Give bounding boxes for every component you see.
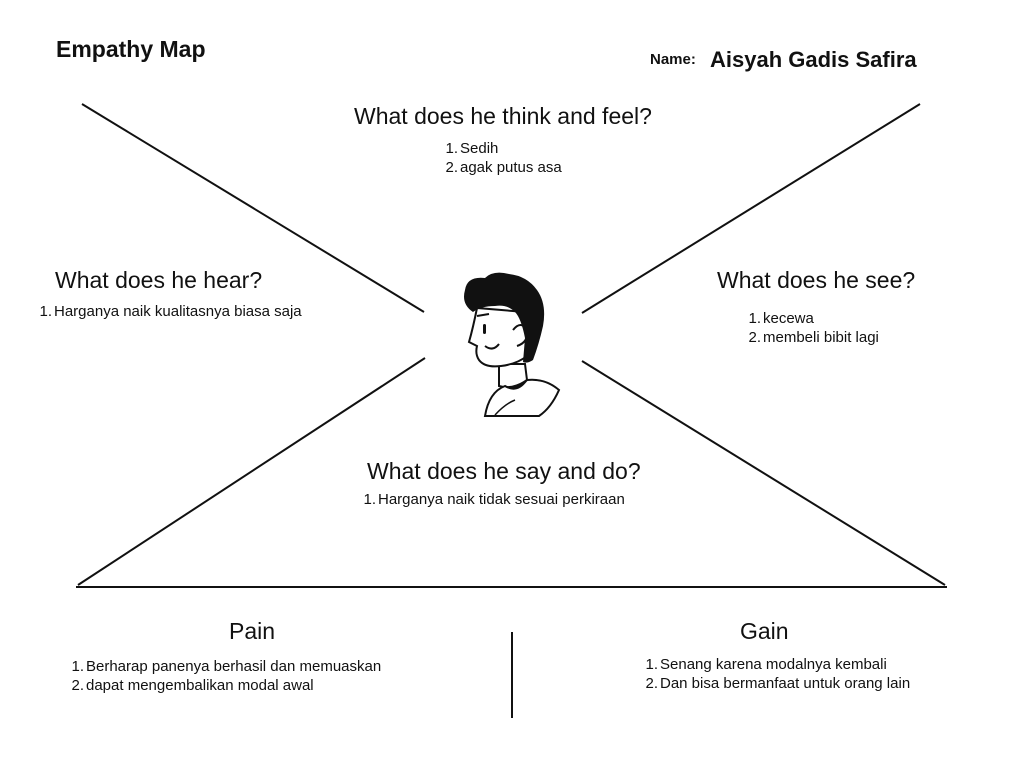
pain-heading: Pain: [229, 618, 276, 644]
name-value: Aisyah Gadis Safira: [710, 47, 917, 72]
see-list: 1.kecewa 2.membeli bibit lagi: [747, 309, 879, 347]
list-item: 2.Dan bisa bermanfaat untuk orang lain: [645, 675, 911, 692]
say-do-heading: What does he say and do?: [367, 458, 641, 484]
page-title: Empathy Map: [56, 36, 206, 62]
list-item: 1.Harganya naik kualitasnya biasa saja: [39, 303, 302, 320]
list-item: 1.Berharap panenya berhasil dan memuaska…: [71, 658, 382, 675]
pain-list: 1.Berharap panenya berhasil dan memuaska…: [70, 657, 381, 695]
list-item: 1.Sedih: [445, 140, 499, 157]
list-item: 1.Harganya naik tidak sesuai perkiraan: [363, 491, 625, 508]
think-feel-list: 1.Sedih 2.agak putus asa: [444, 139, 562, 177]
person-profile-icon: [464, 272, 561, 417]
diagonal-top-left: [81, 103, 425, 313]
gain-heading: Gain: [740, 618, 789, 644]
say-do-list: 1.Harganya naik tidak sesuai perkiraan: [362, 490, 625, 509]
diagonal-bottom-right: [581, 360, 946, 586]
list-item: 2.dapat mengembalikan modal awal: [71, 677, 314, 694]
hear-heading: What does he hear?: [55, 267, 263, 293]
gain-list: 1.Senang karena modalnya kembali 2.Dan b…: [644, 655, 910, 693]
see-heading: What does he see?: [717, 267, 916, 293]
list-item: 2.agak putus asa: [445, 159, 562, 176]
diagonal-top-right: [581, 103, 921, 314]
diagonal-bottom-left: [77, 357, 426, 586]
think-feel-heading: What does he think and feel?: [354, 103, 652, 129]
name-label: Name:: [650, 51, 696, 68]
list-item: 2.membeli bibit lagi: [748, 329, 879, 346]
list-item: 1.Senang karena modalnya kembali: [645, 656, 887, 673]
list-item: 1.kecewa: [748, 310, 814, 327]
hear-list: 1.Harganya naik kualitasnya biasa saja: [38, 302, 302, 321]
